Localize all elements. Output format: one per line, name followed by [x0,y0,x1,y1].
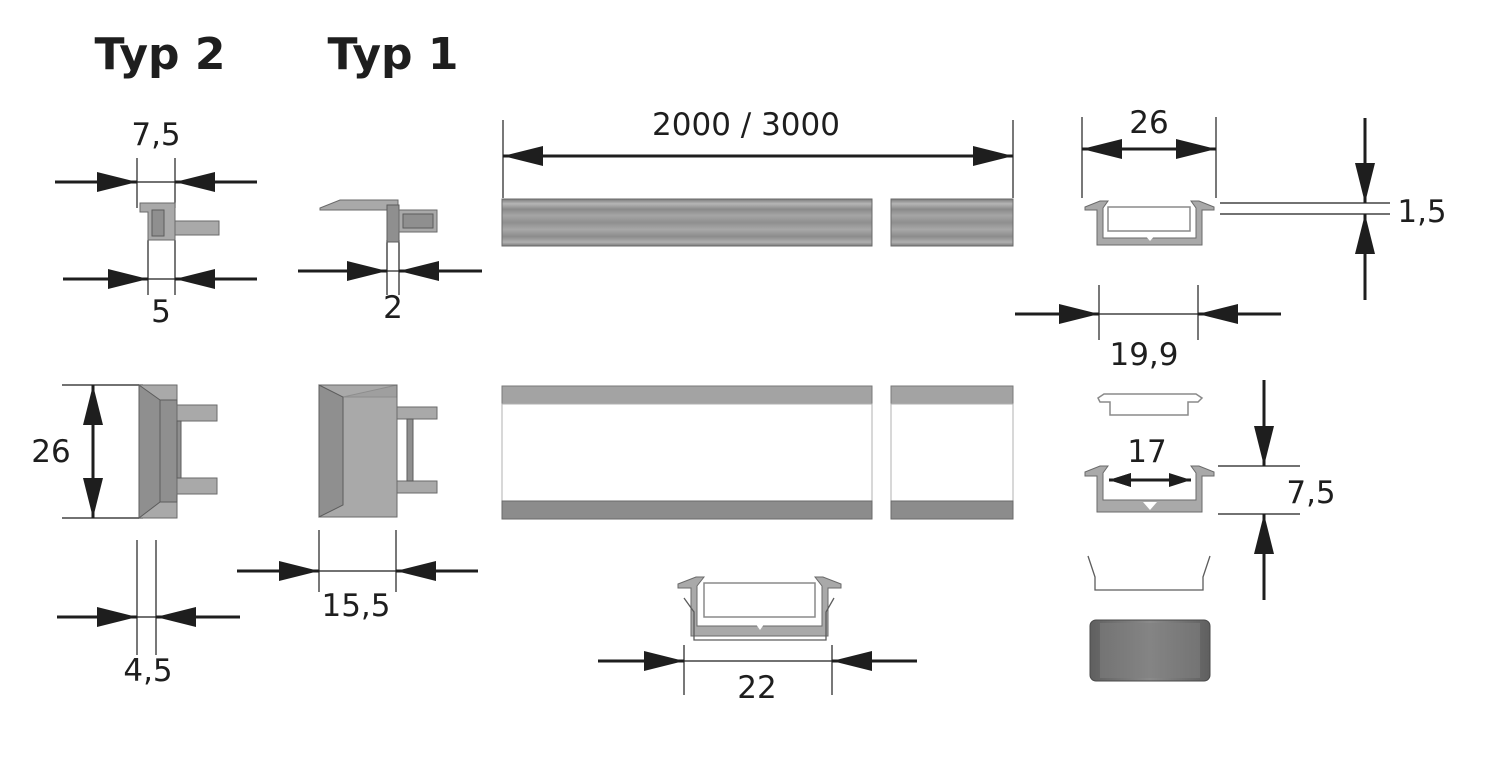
dim-flange-thickness: 1,5 [1397,194,1446,230]
dim-length: 2000 / 3000 [652,107,840,143]
dim-typ2-cap-depth: 4,5 [123,653,172,689]
dim-inner-width: 17 [1127,434,1166,470]
typ2-cap-side-view [57,384,240,655]
channel-cross-section [598,576,917,695]
typ1-cap-side-view [237,384,478,592]
dim-profile-bottom-width: 19,9 [1109,337,1178,373]
profile-side-view [501,198,1014,247]
exploded-parts [1084,380,1300,682]
dim-typ2-top-width: 7,5 [131,117,180,153]
typ2-top-view [55,158,257,295]
dim-typ1-cap-depth: 15,5 [321,588,390,624]
title-typ2: Typ 2 [95,29,226,80]
dim-typ2-top-inner: 5 [151,294,171,330]
dim-profile-height: 7,5 [1286,475,1335,511]
dim-cap-height: 26 [31,434,70,470]
dim-channel-width: 22 [737,670,776,706]
dim-profile-width: 26 [1129,105,1168,141]
title-typ1: Typ 1 [328,29,459,80]
dim-typ1-top: 2 [383,290,403,326]
typ1-top-view [298,199,482,295]
profile-top-view [501,385,1014,520]
length-dimension [502,120,1014,198]
profile-cross-section [1015,117,1390,340]
